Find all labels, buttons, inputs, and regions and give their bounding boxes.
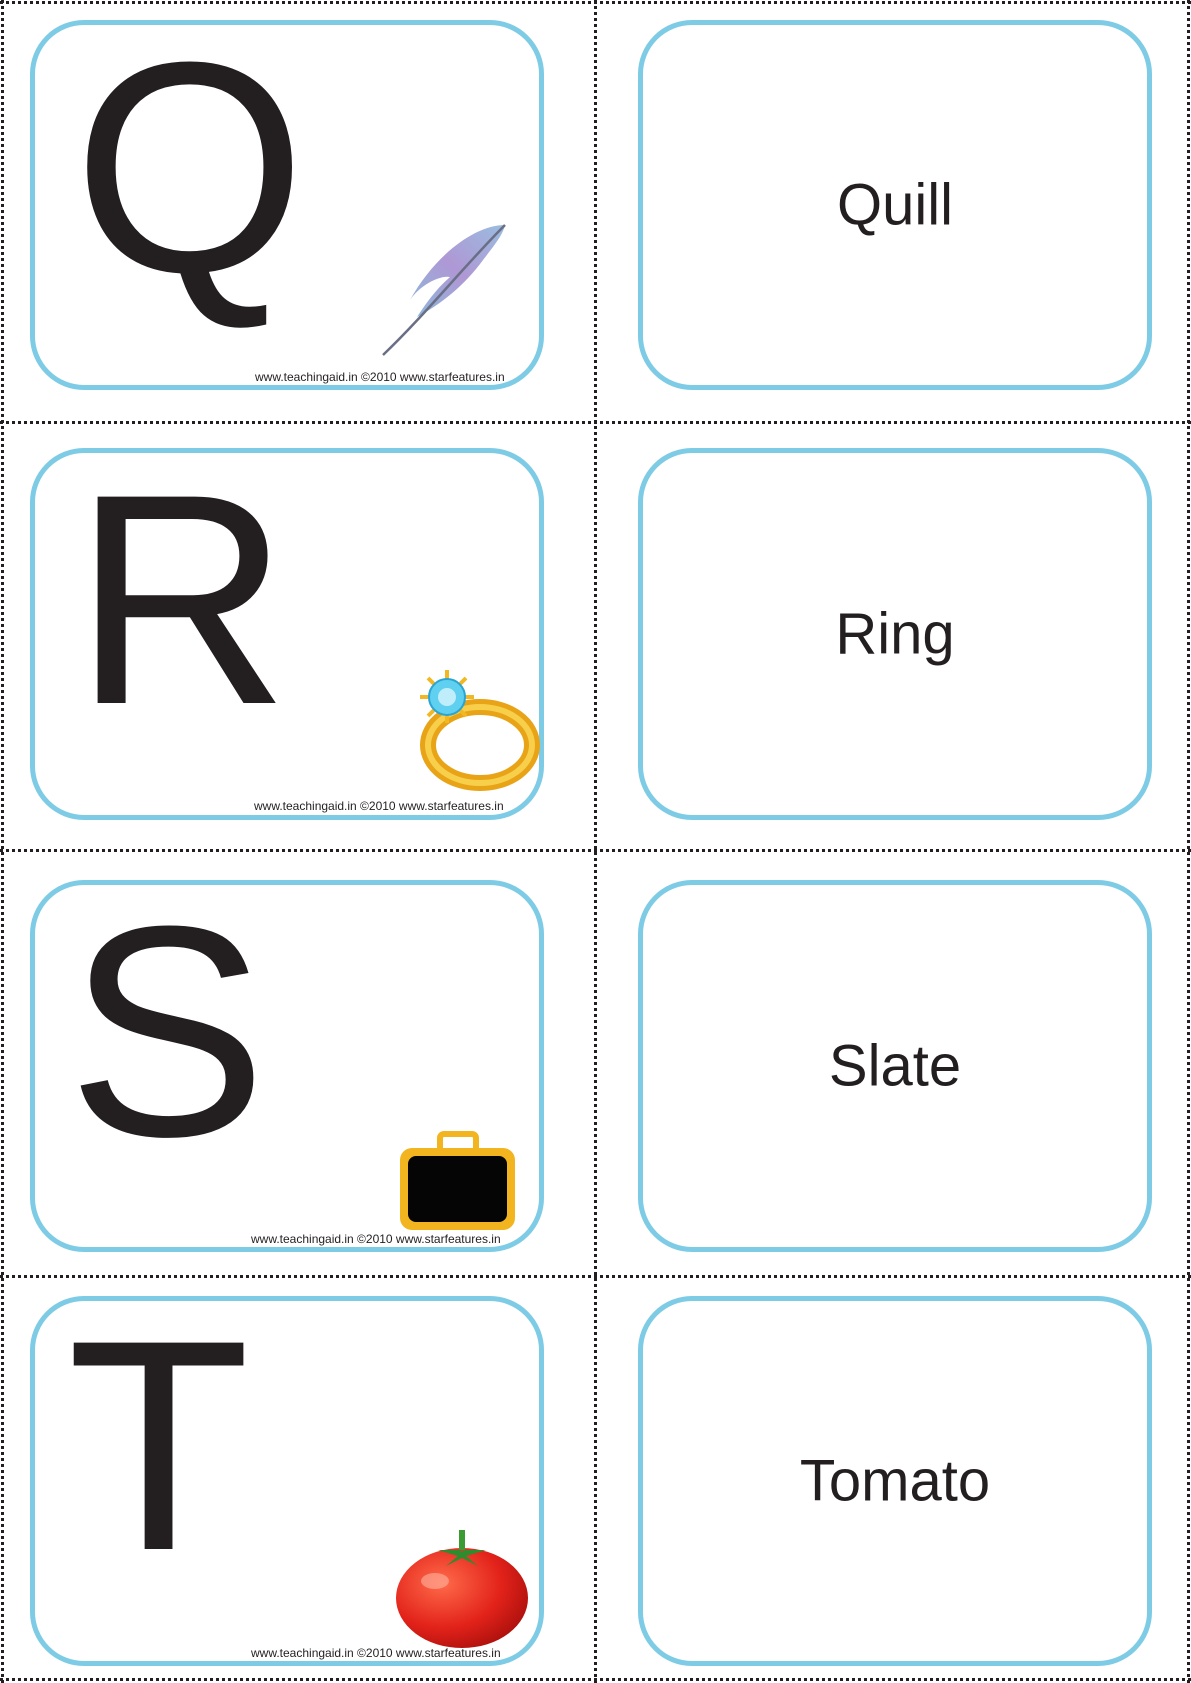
cut-line-row-1 [0,421,1191,424]
cut-line-left [1,0,4,1683]
word-card-tomato: Tomato [638,1296,1152,1666]
cut-line-row-3 [0,1275,1191,1278]
card-word: Quill [836,172,954,238]
letter-card-t: T www.teachingaid.in ©2010 www.starfeatu… [30,1277,544,1666]
ring-icon [420,670,540,791]
card-word: Slate [828,1033,962,1099]
letter-card-s: S www.teachingaid.in ©2010 www.starfeatu… [30,880,544,1252]
letter-card-q: Q www.teachingaid.in ©2010 www.starfeatu… [30,0,544,390]
card-word: Ring [835,601,955,667]
credit-text: www.teachingaid.in ©2010 www.starfeature… [251,1646,501,1660]
card-word: Tomato [799,1448,991,1514]
card-letter: T [67,1277,251,1613]
cut-line-center [594,0,597,1683]
credit-text: www.teachingaid.in ©2010 www.starfeature… [255,370,505,384]
letter-card-r: R www.teachingaid.in ©2010 www.starfeatu… [30,448,544,820]
cut-line-bottom [0,1678,1191,1681]
slate-icon [400,1131,515,1230]
card-letter: S [67,863,268,1199]
card-letter: Q [73,0,307,335]
tomato-icon [396,1530,528,1648]
feather-icon [382,224,506,356]
credit-text: www.teachingaid.in ©2010 www.starfeature… [254,799,504,813]
word-card-ring: Ring [638,448,1152,820]
word-card-slate: Slate [638,880,1152,1252]
word-card-quill: Quill [638,20,1152,390]
cut-line-top [0,1,1191,4]
cut-line-row-2 [0,849,1191,852]
card-letter: R [73,431,290,767]
cut-line-right [1187,0,1190,1683]
credit-text: www.teachingaid.in ©2010 www.starfeature… [251,1232,501,1246]
